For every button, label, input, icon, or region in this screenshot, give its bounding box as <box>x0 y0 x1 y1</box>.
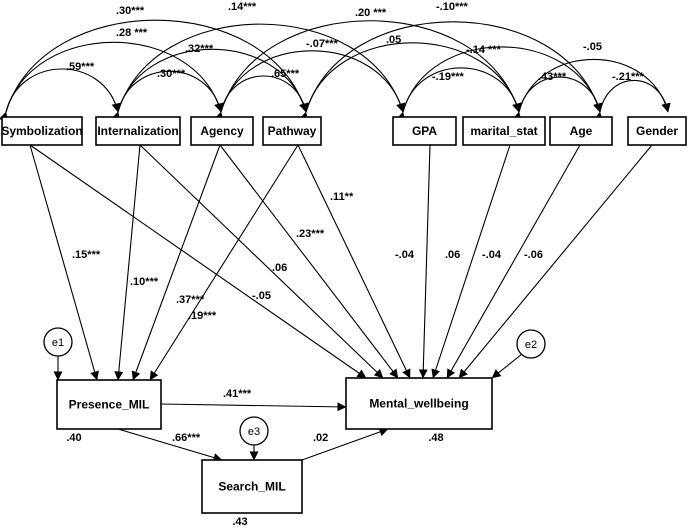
error-term-layer: e1 e2 e3 <box>43 327 546 461</box>
covariance-pathway-marital_stat <box>299 42 521 122</box>
covariance-label: .05 <box>386 34 401 46</box>
variable-box-age <box>549 116 613 146</box>
covariance-label: .20 *** <box>355 7 387 19</box>
path-search_mil-to-mental_wellbeing <box>301 427 389 461</box>
covariance-label: .30*** <box>116 5 145 17</box>
covariance-label: .14*** <box>228 1 257 13</box>
path-gpa-to-mental_wellbeing <box>418 144 431 379</box>
path-coefficient: .66*** <box>172 432 201 444</box>
path-agency-to-presence_mil <box>131 144 221 381</box>
path-coefficient: .06 <box>272 262 287 274</box>
path-coefficient: .37*** <box>176 294 205 306</box>
variable-label-agency: Agency <box>200 124 244 138</box>
covariance-agency-marital_stat <box>214 20 521 122</box>
path-coefficient: .10*** <box>130 276 159 288</box>
variable-label-pathway: Pathway <box>268 124 317 138</box>
covariance-gpa-age <box>396 46 602 122</box>
variable-box-internalization <box>95 116 181 146</box>
variable-label-gpa: GPA <box>412 124 437 138</box>
path-symbolization-to-mental_wellbeing <box>29 144 367 379</box>
covariance-label: .32*** <box>185 43 214 55</box>
path-internalization-to-presence_mil <box>114 144 141 381</box>
variable-box-pathway <box>262 116 322 146</box>
covariance-label: -.10*** <box>436 1 469 13</box>
variable-label-symbolization: Symbolization <box>1 124 82 138</box>
covariance-pathway-age <box>299 21 602 122</box>
path-marital_stat-to-mental_wellbeing <box>431 144 511 379</box>
covariance-symbolization-agency <box>0 41 223 122</box>
variable-label-gender: Gender <box>636 124 678 138</box>
path-coefficient: -.04 <box>395 249 415 261</box>
covariance-agency-gpa <box>214 50 406 122</box>
path-symbolization-to-presence_mil <box>29 144 99 381</box>
r-squared-presence_mil: .40 <box>66 432 81 444</box>
path-coefficient: .15*** <box>72 249 101 261</box>
covariance-label: .28 *** <box>116 27 148 39</box>
covariance-symbolization-internalization <box>0 68 121 122</box>
path-layer <box>29 144 653 462</box>
variable-label-mental_wellbeing: Mental_wellbeing <box>369 397 468 411</box>
covariance-age-gender <box>593 79 671 122</box>
path-coefficient: .23*** <box>296 228 325 240</box>
path-coefficient: -.05 <box>252 290 271 302</box>
path-agency-to-mental_wellbeing <box>219 144 399 379</box>
variable-layer: Symbolization Internalization Agency Pathwa… <box>1 116 687 514</box>
path-pathway-to-presence_mil <box>149 144 299 381</box>
variable-box-gpa <box>392 116 457 146</box>
path-coefficient: .06 <box>445 249 460 261</box>
error-term-label: e3 <box>248 426 260 438</box>
error-term-label: e2 <box>525 339 537 351</box>
variable-label-search_mil: Search_MIL <box>218 480 285 494</box>
path-internalization-to-mental_wellbeing <box>139 144 384 379</box>
variable-label-presence_mil: Presence_MIL <box>69 398 150 412</box>
path-gender-to-mental_wellbeing <box>458 144 653 379</box>
r-squared-mental_wellbeing: .48 <box>428 432 443 444</box>
error-term-e2 <box>516 329 546 359</box>
error-term-label: e1 <box>52 337 64 349</box>
covariance-label: .43*** <box>538 71 567 83</box>
variable-label-age: Age <box>570 124 593 138</box>
error-arrow-e2 <box>491 353 523 379</box>
path-coefficient: -.04 <box>482 249 502 261</box>
covariance-label: .65*** <box>271 68 300 80</box>
variable-box-marital_stat <box>462 116 546 146</box>
variable-box-symbolization <box>1 116 83 146</box>
label-layer: .59*** .28 *** .30*** .30*** .32*** .14*** .65… <box>66 1 645 528</box>
covariance-label: -.05 <box>583 41 602 53</box>
variable-box-mental_wellbeing <box>345 377 493 430</box>
covariance-symbolization-pathway <box>0 19 308 122</box>
covariance-marital_stat-gender <box>512 59 671 122</box>
path-pathway-to-mental_wellbeing <box>297 144 411 379</box>
path-presence_mil-to-mental_wellbeing <box>160 402 347 412</box>
covariance-label: -.21*** <box>612 71 645 83</box>
path-coefficient: .19*** <box>188 310 217 322</box>
covariance-internalization-gpa <box>111 23 405 122</box>
variable-label-marital_stat: marital_stat <box>470 124 537 138</box>
variable-box-agency <box>190 116 254 146</box>
covariance-agency-pathway <box>214 75 309 122</box>
variable-box-gender <box>627 116 687 146</box>
path-age-to-mental_wellbeing <box>446 144 581 379</box>
variable-box-presence_mil <box>56 379 162 430</box>
covariance-label: -.14 *** <box>466 44 502 56</box>
path-coefficient: .41*** <box>223 388 252 400</box>
covariance-label: .30*** <box>157 68 186 80</box>
covariance-internalization-pathway <box>111 48 309 122</box>
covariance-label: -.07*** <box>306 38 339 50</box>
path-coefficient: -.06 <box>524 249 543 261</box>
covariance-label: -.19*** <box>432 71 465 83</box>
path-coefficient: .02 <box>313 432 328 444</box>
path-presence_mil-to-search_mil <box>117 428 223 462</box>
r-squared-search_mil: .43 <box>232 516 247 528</box>
covariance-label: .59*** <box>66 61 95 73</box>
variable-label-internalization: Internalization <box>97 124 178 138</box>
path-coefficient: .11** <box>330 191 354 203</box>
variable-box-search_mil <box>201 459 303 514</box>
covariance-layer <box>0 19 671 122</box>
